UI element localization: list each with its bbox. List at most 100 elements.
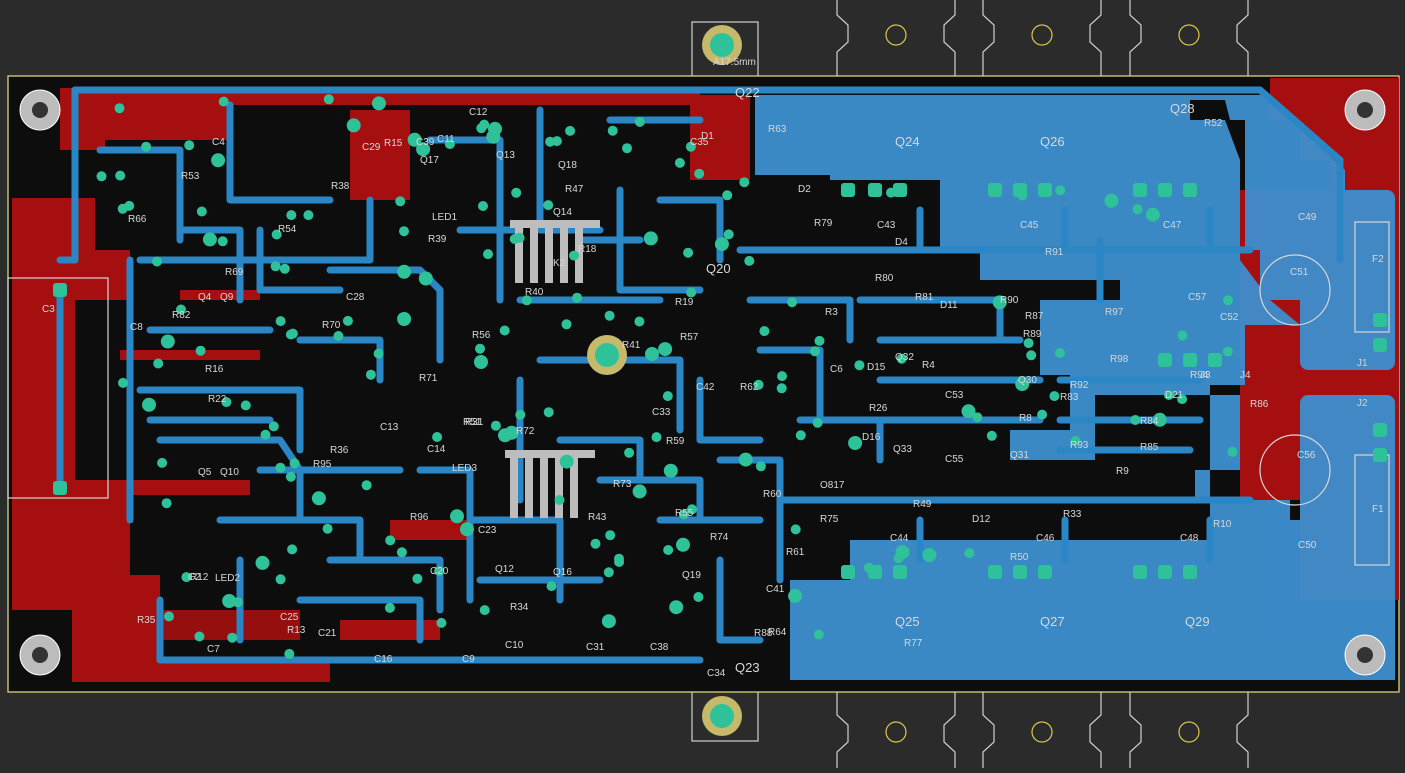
pad[interactable] <box>397 312 412 326</box>
pad[interactable] <box>346 118 361 133</box>
pad[interactable] <box>795 430 806 441</box>
pad[interactable] <box>739 177 750 188</box>
pad[interactable] <box>255 555 270 570</box>
pad[interactable] <box>663 463 678 478</box>
pad[interactable] <box>217 236 228 247</box>
square-pad[interactable] <box>1133 183 1147 197</box>
pad[interactable] <box>161 498 172 509</box>
pad[interactable] <box>1163 390 1174 400</box>
pad[interactable] <box>663 545 674 555</box>
pad[interactable] <box>460 522 474 537</box>
pad[interactable] <box>488 121 502 136</box>
pad[interactable] <box>275 574 286 585</box>
pad[interactable] <box>157 457 168 468</box>
pad[interactable] <box>1055 185 1066 196</box>
square-pad[interactable] <box>988 565 1002 579</box>
pad[interactable] <box>270 261 281 272</box>
pad[interactable] <box>651 432 662 443</box>
pad[interactable] <box>476 123 487 134</box>
pad[interactable] <box>723 229 734 240</box>
pad[interactable] <box>986 430 997 441</box>
pad[interactable] <box>787 297 798 308</box>
square-pad[interactable] <box>868 183 882 197</box>
pad[interactable] <box>211 153 226 168</box>
pad[interactable] <box>590 538 601 549</box>
square-pad[interactable] <box>893 565 907 579</box>
pad[interactable] <box>416 142 431 157</box>
pad[interactable] <box>514 232 525 243</box>
square-pad[interactable] <box>1373 448 1387 462</box>
pad[interactable] <box>753 379 764 390</box>
pad[interactable] <box>1070 435 1081 446</box>
pad[interactable] <box>632 484 647 499</box>
pad[interactable] <box>1054 348 1065 358</box>
pad[interactable] <box>311 491 326 506</box>
pad[interactable] <box>114 103 125 114</box>
pad[interactable] <box>279 263 290 274</box>
pad[interactable] <box>722 190 733 201</box>
pad[interactable] <box>1177 394 1188 405</box>
square-pad[interactable] <box>988 183 1002 197</box>
pad[interactable] <box>141 141 152 152</box>
square-pad[interactable] <box>1013 565 1027 579</box>
pad[interactable] <box>196 206 207 217</box>
pad[interactable] <box>669 600 684 615</box>
pad[interactable] <box>546 581 557 592</box>
pad[interactable] <box>683 247 694 258</box>
square-pad[interactable] <box>1158 183 1172 197</box>
pad[interactable] <box>118 377 128 388</box>
pad[interactable] <box>515 409 526 420</box>
pad[interactable] <box>961 404 976 419</box>
square-pad[interactable] <box>1013 183 1027 197</box>
pad[interactable] <box>268 421 279 432</box>
pad[interactable] <box>286 210 297 221</box>
pad[interactable] <box>645 347 659 361</box>
pad[interactable] <box>285 329 296 340</box>
pad[interactable] <box>992 295 1007 310</box>
pad[interactable] <box>658 342 673 357</box>
pad[interactable] <box>854 360 865 371</box>
square-pad[interactable] <box>1208 353 1222 367</box>
pad[interactable] <box>1015 377 1030 392</box>
pad[interactable] <box>848 436 863 450</box>
pad[interactable] <box>490 420 501 431</box>
square-pad[interactable] <box>1038 565 1052 579</box>
pad[interactable] <box>303 210 314 221</box>
pad[interactable] <box>260 429 271 440</box>
pad[interactable] <box>397 264 412 279</box>
pad[interactable] <box>1104 193 1119 208</box>
pad[interactable] <box>604 310 615 321</box>
square-pad[interactable] <box>53 283 67 297</box>
pad[interactable] <box>450 509 464 524</box>
square-pad[interactable] <box>868 565 882 579</box>
pad[interactable] <box>662 391 673 402</box>
square-pad[interactable] <box>1158 565 1172 579</box>
pad[interactable] <box>813 629 824 640</box>
pad[interactable] <box>475 343 485 354</box>
pad[interactable] <box>545 136 556 147</box>
pad[interactable] <box>964 548 975 559</box>
square-pad[interactable] <box>893 183 907 197</box>
pad[interactable] <box>479 605 490 616</box>
pad[interactable] <box>565 125 576 136</box>
pad[interactable] <box>569 250 579 261</box>
pad[interactable] <box>624 447 635 458</box>
pad[interactable] <box>275 316 286 327</box>
pad[interactable] <box>176 304 186 315</box>
pad[interactable] <box>572 292 583 303</box>
pad[interactable] <box>788 588 803 603</box>
pad[interactable] <box>614 557 625 567</box>
pad[interactable] <box>483 249 493 260</box>
pad[interactable] <box>504 425 519 440</box>
pad[interactable] <box>1222 346 1233 357</box>
pad[interactable] <box>922 548 937 562</box>
pad[interactable] <box>1130 415 1141 425</box>
pad[interactable] <box>607 125 618 136</box>
pad[interactable] <box>160 334 175 349</box>
pad[interactable] <box>323 94 334 105</box>
pad[interactable] <box>1023 338 1034 349</box>
pad[interactable] <box>342 315 353 326</box>
pad[interactable] <box>693 592 704 602</box>
pad[interactable] <box>1037 409 1048 420</box>
